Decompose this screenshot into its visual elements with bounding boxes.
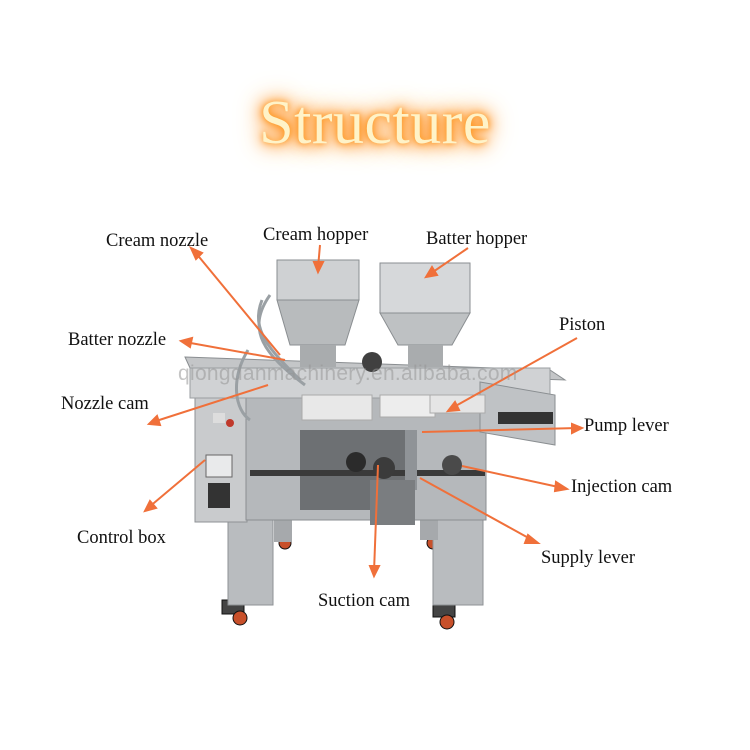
label-injection-cam: Injection cam (571, 477, 672, 498)
label-nozzle-cam: Nozzle cam (61, 394, 149, 415)
label-piston: Piston (559, 315, 605, 336)
label-batter-hopper: Batter hopper (426, 229, 527, 250)
label-supply-lever: Supply lever (541, 548, 635, 569)
label-suction-cam: Suction cam (318, 591, 410, 612)
label-cream-hopper: Cream hopper (263, 225, 368, 246)
diagram-title: Structure (0, 88, 750, 159)
label-pump-lever: Pump lever (584, 416, 669, 437)
label-cream-nozzle: Cream nozzle (106, 231, 208, 252)
label-control-box: Control box (77, 528, 166, 549)
label-batter-nozzle: Batter nozzle (68, 330, 166, 351)
watermark-text: qiongdanmachinery.en.alibaba.com (178, 362, 518, 386)
